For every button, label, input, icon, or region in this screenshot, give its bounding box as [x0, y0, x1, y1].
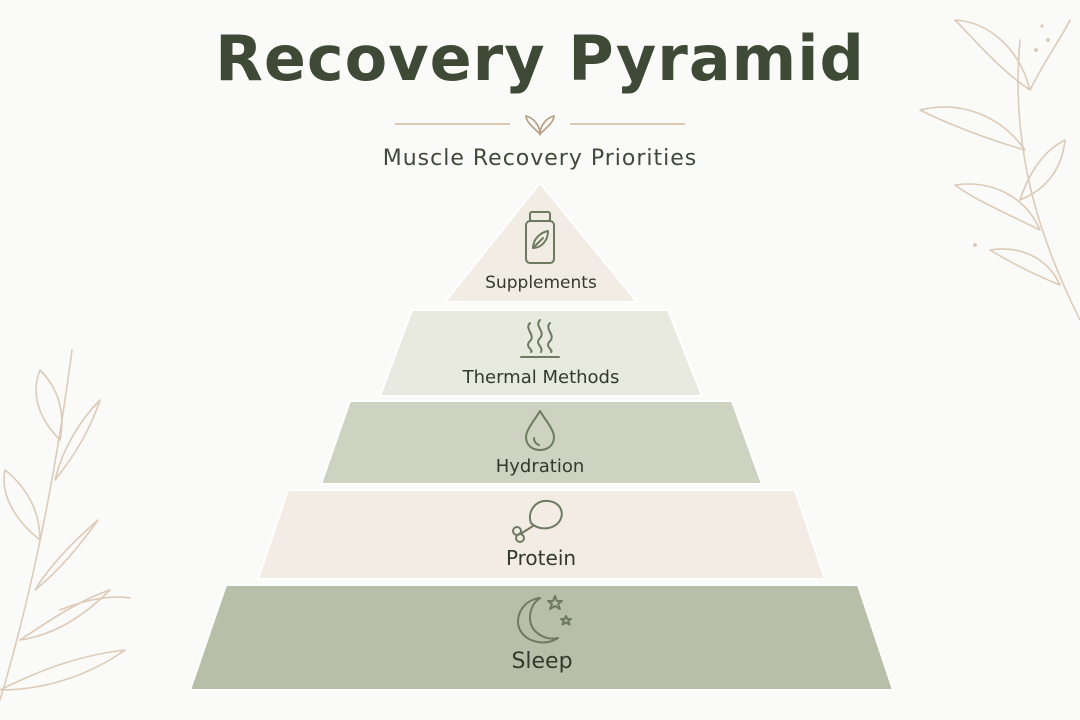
supplement-jar-icon — [525, 211, 555, 264]
water-drop-icon — [525, 410, 555, 451]
decorative-leaves-top-right — [919, 19, 1080, 321]
drumstick-icon — [512, 499, 563, 543]
subtitle: Muscle Recovery Priorities — [382, 146, 698, 171]
tier-protein — [256, 489, 827, 580]
tier-label-hydration: Hydration — [496, 456, 585, 477]
tier-label-protein: Protein — [506, 546, 576, 570]
tier-label-sleep: Sleep — [511, 649, 572, 674]
decorative-leaves-bottom-left — [0, 349, 131, 701]
tier-supplements — [442, 181, 640, 303]
tier-sleep — [188, 584, 895, 691]
sprout-icon — [525, 114, 555, 136]
tier-label-supplements: Supplements — [485, 273, 597, 293]
tier-thermal-methods — [378, 309, 704, 397]
heat-waves-icon — [520, 319, 560, 358]
moon-stars-icon — [517, 595, 572, 644]
title-divider — [395, 114, 685, 136]
tier-hydration — [319, 400, 764, 485]
tier-label-thermal-methods: Thermal Methods — [462, 367, 620, 388]
page-title: Recovery Pyramid — [215, 22, 865, 95]
